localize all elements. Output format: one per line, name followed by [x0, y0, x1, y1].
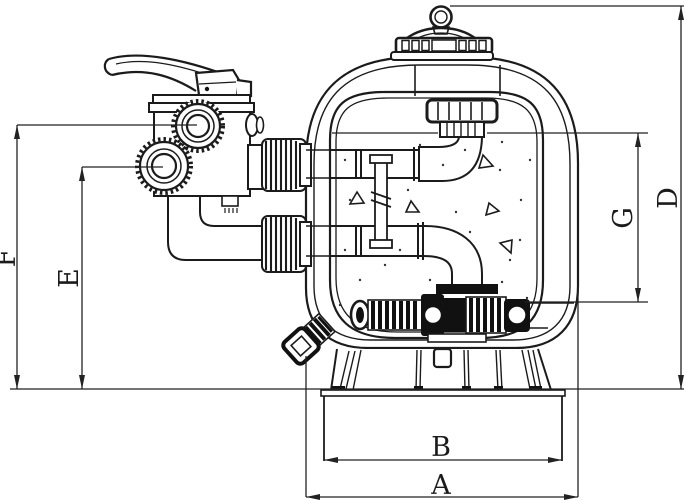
- dimension-b: [324, 457, 562, 463]
- base-plinth-box: [323, 396, 563, 461]
- valve-handle: [103, 54, 253, 98]
- elbow-bottom-flange: [436, 284, 498, 294]
- valve-side-port: [245, 113, 265, 137]
- label-a: A: [430, 470, 451, 500]
- lower-union-nut: [261, 215, 312, 273]
- leg-dividers: [339, 349, 542, 391]
- inner-vessel-wall: [328, 90, 545, 340]
- upper-union-nut: [261, 138, 312, 192]
- lid-lip: [390, 51, 494, 61]
- valve-drain-plug: [221, 195, 239, 213]
- filter-tank-shell: [304, 55, 580, 350]
- label-e: E: [54, 268, 85, 288]
- valve-lower-pipe: [167, 195, 263, 261]
- diffuser-bracket: [369, 154, 393, 249]
- lid-band-slots: [401, 39, 487, 52]
- tank-outer-wall: [304, 55, 580, 350]
- dimension-lines: [10, 5, 684, 500]
- dimension-g: [332, 132, 648, 303]
- handle-pin-icon: [204, 86, 210, 92]
- label-g: G: [608, 207, 639, 229]
- dimension-labels: F E G D B A: [0, 187, 684, 500]
- sand-media-triangles: [348, 153, 513, 255]
- multiport-valve: [103, 54, 331, 273]
- label-d: D: [653, 187, 684, 209]
- skirt-notch: [432, 347, 453, 369]
- leg-feet: [332, 386, 542, 390]
- inner-cap-neck-threads: [446, 123, 476, 136]
- base-plinth-lip: [320, 389, 566, 397]
- valve-lower-port: [135, 137, 193, 195]
- bottom-plate: [427, 333, 487, 343]
- valve-upper-port: [171, 99, 225, 153]
- dimension-a: [305, 286, 579, 500]
- waste-drain-fitting: [281, 312, 337, 366]
- tank-lid-assembly: [390, 5, 494, 61]
- tank-outer-wall-inner-line: [313, 64, 571, 341]
- inner-cap-slots: [437, 102, 483, 120]
- interior-pipework: [331, 98, 574, 343]
- center-block: [444, 298, 466, 332]
- base-stand: [320, 347, 566, 461]
- dimension-d: [450, 5, 684, 389]
- lift-ring-inner: [434, 10, 448, 24]
- inner-cap-neck: [439, 121, 485, 138]
- lift-ring-icon: [429, 5, 453, 29]
- lateral-collector-assembly: [349, 284, 574, 343]
- label-f: F: [0, 249, 22, 268]
- dimension-e: [79, 166, 163, 389]
- upper-internal-pipe: [331, 136, 483, 182]
- label-b: B: [431, 432, 451, 463]
- dimension-f: [14, 124, 197, 389]
- lower-internal-pipe: [331, 222, 483, 287]
